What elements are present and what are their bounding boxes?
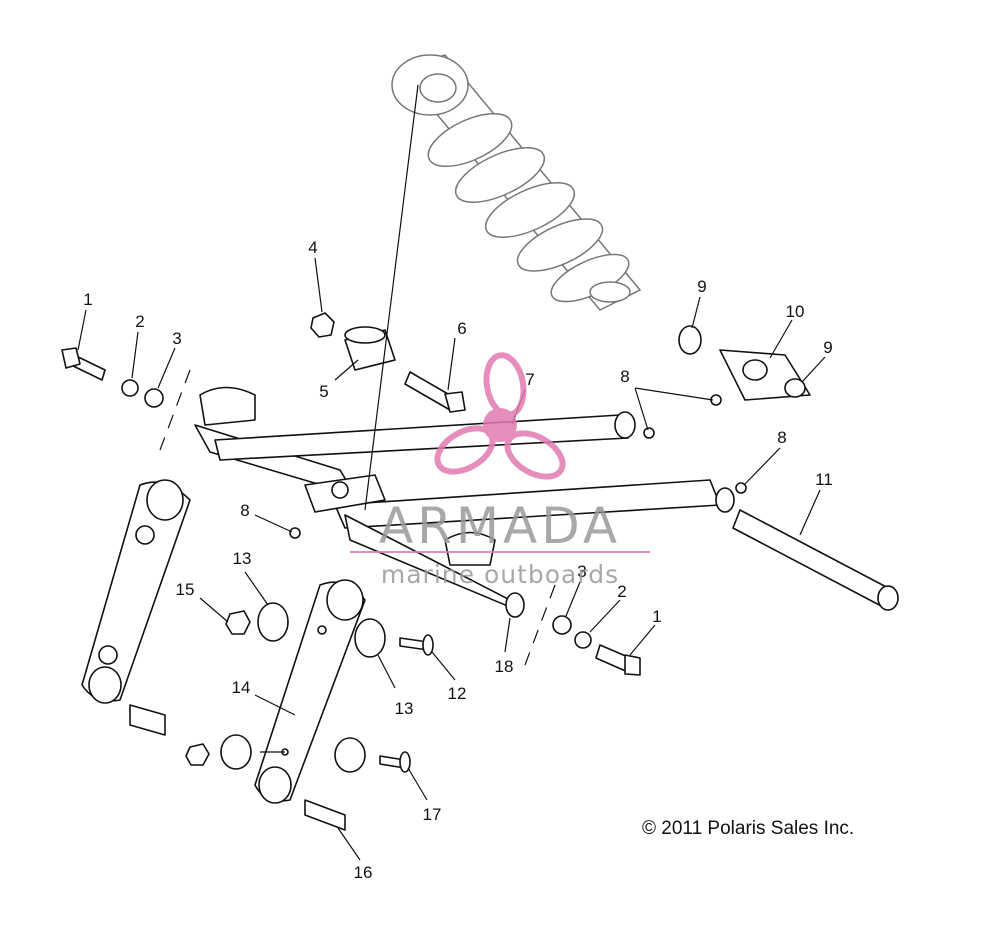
callout-4: 4 bbox=[308, 238, 317, 257]
callout-13-upper: 13 bbox=[233, 549, 252, 568]
callout-9-upper: 9 bbox=[697, 277, 706, 296]
a-arm-frame bbox=[194, 386, 735, 618]
callout-1: 1 bbox=[83, 290, 92, 309]
callout-labels: 1 2 3 4 5 6 7 8 8 8 9 9 10 11 3 2 1 13 1… bbox=[83, 238, 833, 882]
callout-2: 2 bbox=[135, 312, 144, 331]
watermark-brand: ARMADA bbox=[379, 497, 621, 555]
cross-shaft bbox=[732, 509, 899, 611]
callout-5: 5 bbox=[319, 382, 328, 401]
callout-16: 16 bbox=[354, 863, 373, 882]
callout-8-top: 8 bbox=[620, 367, 629, 386]
callout-9-lower: 9 bbox=[823, 338, 832, 357]
callout-13-lower: 13 bbox=[395, 699, 414, 718]
callout-3-right: 3 bbox=[577, 562, 586, 581]
callout-2-right: 2 bbox=[617, 582, 626, 601]
callout-14: 14 bbox=[232, 678, 251, 697]
callout-8-right: 8 bbox=[777, 428, 786, 447]
watermark-tagline: marine outboards bbox=[381, 560, 619, 589]
shock-absorber bbox=[391, 54, 642, 311]
callout-11: 11 bbox=[815, 470, 833, 489]
left-link-arm bbox=[81, 479, 191, 736]
propeller-logo bbox=[434, 352, 566, 480]
copyright-text: © 2011 Polaris Sales Inc. bbox=[642, 818, 854, 839]
hardware bbox=[61, 312, 747, 773]
callout-8-left: 8 bbox=[240, 501, 249, 520]
callout-7: 7 bbox=[525, 370, 534, 389]
callout-12: 12 bbox=[448, 684, 467, 703]
callout-18: 18 bbox=[495, 657, 514, 676]
callout-1-right: 1 bbox=[652, 607, 661, 626]
callout-3: 3 bbox=[172, 329, 181, 348]
shock-mount-bracket bbox=[678, 325, 811, 401]
callout-6: 6 bbox=[457, 319, 466, 338]
right-link-arm bbox=[254, 579, 366, 831]
callout-10: 10 bbox=[786, 302, 805, 321]
callout-17: 17 bbox=[423, 805, 442, 824]
callout-15: 15 bbox=[176, 580, 195, 599]
watermark: ARMADA marine outboards bbox=[350, 352, 650, 589]
